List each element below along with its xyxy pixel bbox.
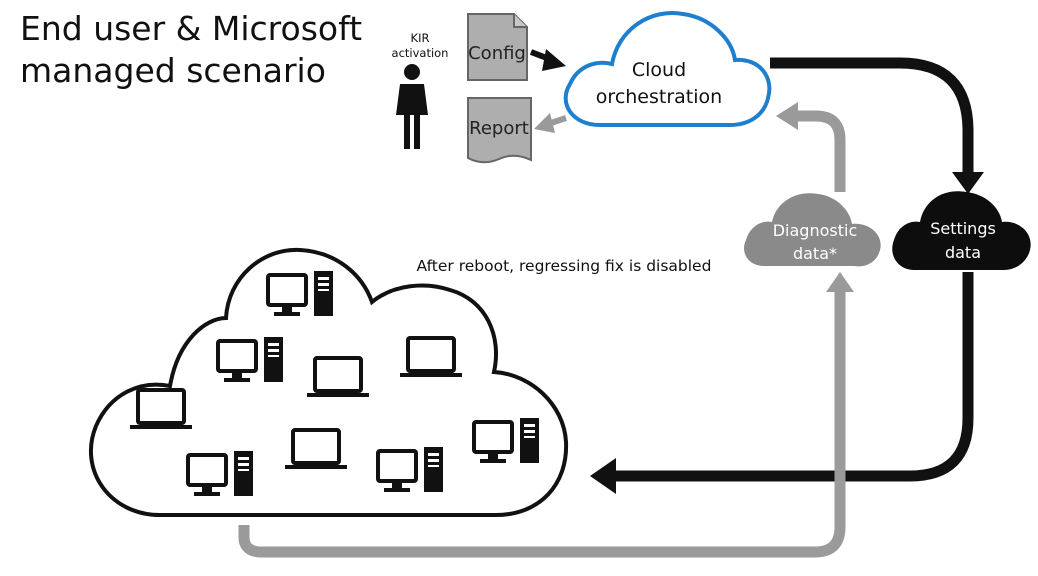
config-to-cloud-arrow bbox=[529, 49, 566, 71]
diagnostic-arrow-head bbox=[826, 272, 854, 292]
report-label: Report bbox=[469, 118, 529, 139]
cloud-return-arrow-head bbox=[776, 102, 798, 130]
settings-to-devices-arrow bbox=[614, 272, 974, 482]
title-line-1: End user & Microsoft bbox=[20, 9, 362, 48]
kir-label-line-2: activation bbox=[392, 46, 449, 60]
laptop-icon bbox=[305, 356, 371, 399]
settings-data-cloud bbox=[892, 191, 1031, 270]
diagnostic-to-cloud-arrow bbox=[794, 110, 846, 192]
report-document: Report bbox=[467, 97, 532, 164]
person-icon bbox=[396, 64, 428, 149]
settings-arrow-head bbox=[952, 172, 984, 194]
devices-to-diagnostic-arrow bbox=[238, 290, 846, 558]
laptop-icon bbox=[283, 428, 349, 471]
config-label: Config bbox=[468, 43, 526, 64]
diagnostic-label-2: data* bbox=[793, 244, 837, 263]
diagnostic-label-1: Diagnostic bbox=[773, 221, 858, 240]
devices-arrow-head bbox=[590, 458, 616, 494]
config-document: Config bbox=[467, 13, 528, 81]
cloud-orchestration-label-2: orchestration bbox=[596, 86, 722, 108]
settings-label-1: Settings bbox=[930, 219, 996, 238]
settings-label-2: data bbox=[945, 243, 981, 262]
title-line-2: managed scenario bbox=[20, 51, 326, 90]
diagnostic-data-cloud bbox=[744, 193, 881, 267]
cloud-orchestration-label-1: Cloud bbox=[632, 59, 686, 81]
cloud-to-report-arrow bbox=[534, 113, 567, 133]
cloud-orchestration-shape bbox=[563, 11, 772, 127]
kir-label-line-1: KIR bbox=[411, 31, 430, 45]
reboot-caption: After reboot, regressing fix is disabled bbox=[417, 257, 712, 275]
laptop-icon bbox=[128, 388, 194, 431]
cloud-to-settings-arrow bbox=[770, 57, 974, 176]
laptop-icon bbox=[398, 336, 464, 379]
